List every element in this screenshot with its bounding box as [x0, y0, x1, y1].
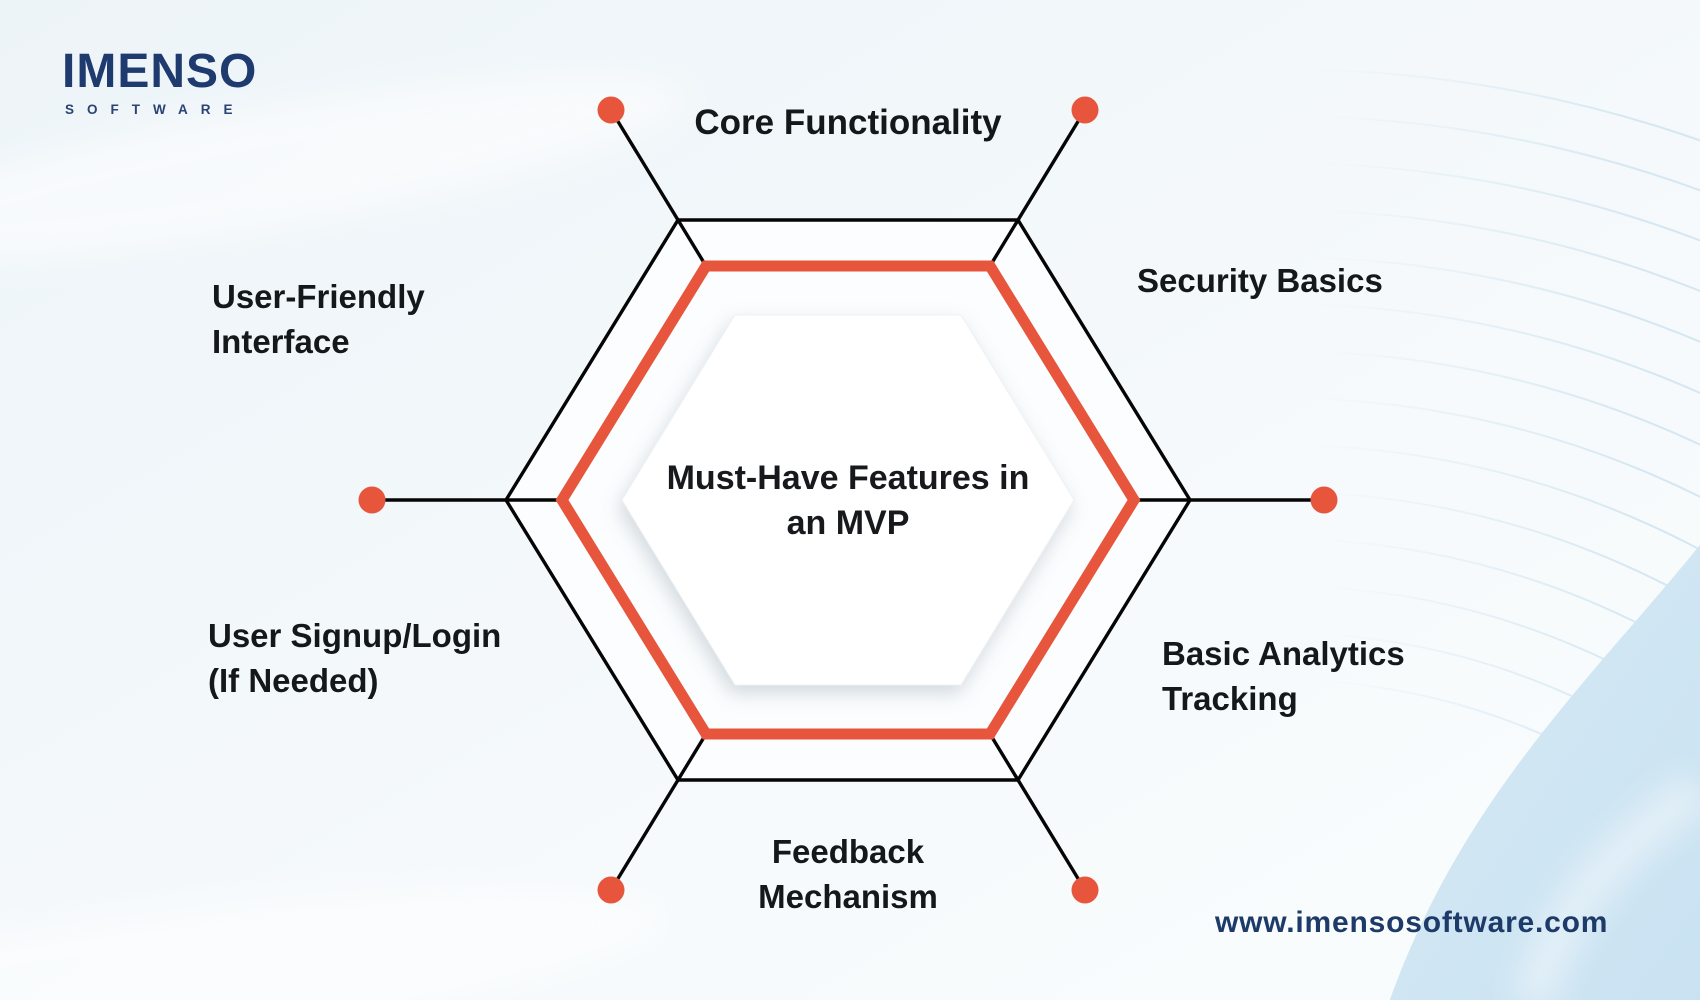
- background-wave-bottom-right: [1389, 545, 1700, 1000]
- red-hexagon: [555, 260, 1141, 740]
- spoke-top-right: [988, 109, 1087, 267]
- background-highlight-top-left: [0, 74, 684, 266]
- label-security-basics: Security Basics: [1137, 262, 1383, 299]
- spoke-bottom-left: [609, 733, 708, 891]
- connector-dots: [358, 96, 1338, 904]
- center-title: Must-Have Features in an MVP: [666, 459, 1030, 542]
- dot-right: [1310, 486, 1338, 514]
- label-core-functionality: Core Functionality: [694, 103, 1002, 142]
- background-highlight-bottom-left: [0, 885, 667, 1000]
- brand-logo-name: IMENSO: [62, 45, 258, 98]
- label-user-friendly-interface: User-Friendly Interface: [212, 278, 425, 360]
- inner-white-hexagon: [621, 314, 1075, 686]
- brand-logo-subname: SOFTWARE: [65, 102, 246, 117]
- label-basic-analytics-tracking: Basic Analytics Tracking: [1162, 635, 1405, 717]
- dot-bottom-left: [597, 876, 625, 904]
- brand-logo: IMENSO SOFTWARE: [62, 45, 258, 118]
- spoke-top-left: [609, 109, 708, 267]
- spoke-bottom-right: [988, 733, 1087, 891]
- background-wave-highlight: [1512, 773, 1700, 1000]
- label-user-signup-login: User Signup/Login (If Needed): [208, 617, 502, 699]
- spoke-lines: [372, 109, 1324, 891]
- background-line-fan: [54, 68, 1700, 1000]
- website-url: www.imensosoftware.com: [1215, 906, 1609, 939]
- dot-top-right: [1071, 96, 1099, 124]
- dot-left: [358, 486, 386, 514]
- dot-top-left: [597, 96, 625, 124]
- dot-bottom-right: [1071, 876, 1099, 904]
- label-feedback-mechanism: Feedback Mechanism: [758, 833, 938, 915]
